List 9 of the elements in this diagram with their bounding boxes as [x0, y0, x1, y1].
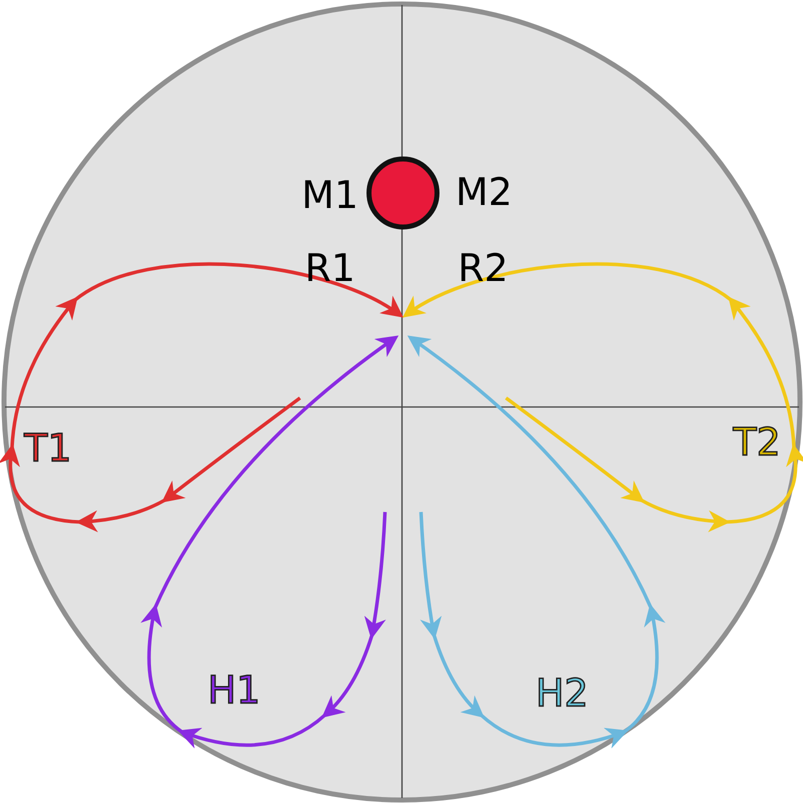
region-label: T2 — [733, 423, 781, 461]
region-label: H1 — [208, 671, 260, 709]
region-label: M1 — [302, 176, 358, 214]
dot — [366, 156, 440, 230]
region-label: M2 — [456, 173, 512, 211]
region-label: R2 — [458, 249, 508, 287]
region-label: T1 — [24, 429, 72, 467]
region-label: H2 — [536, 674, 588, 712]
region-label: R1 — [304, 249, 356, 287]
